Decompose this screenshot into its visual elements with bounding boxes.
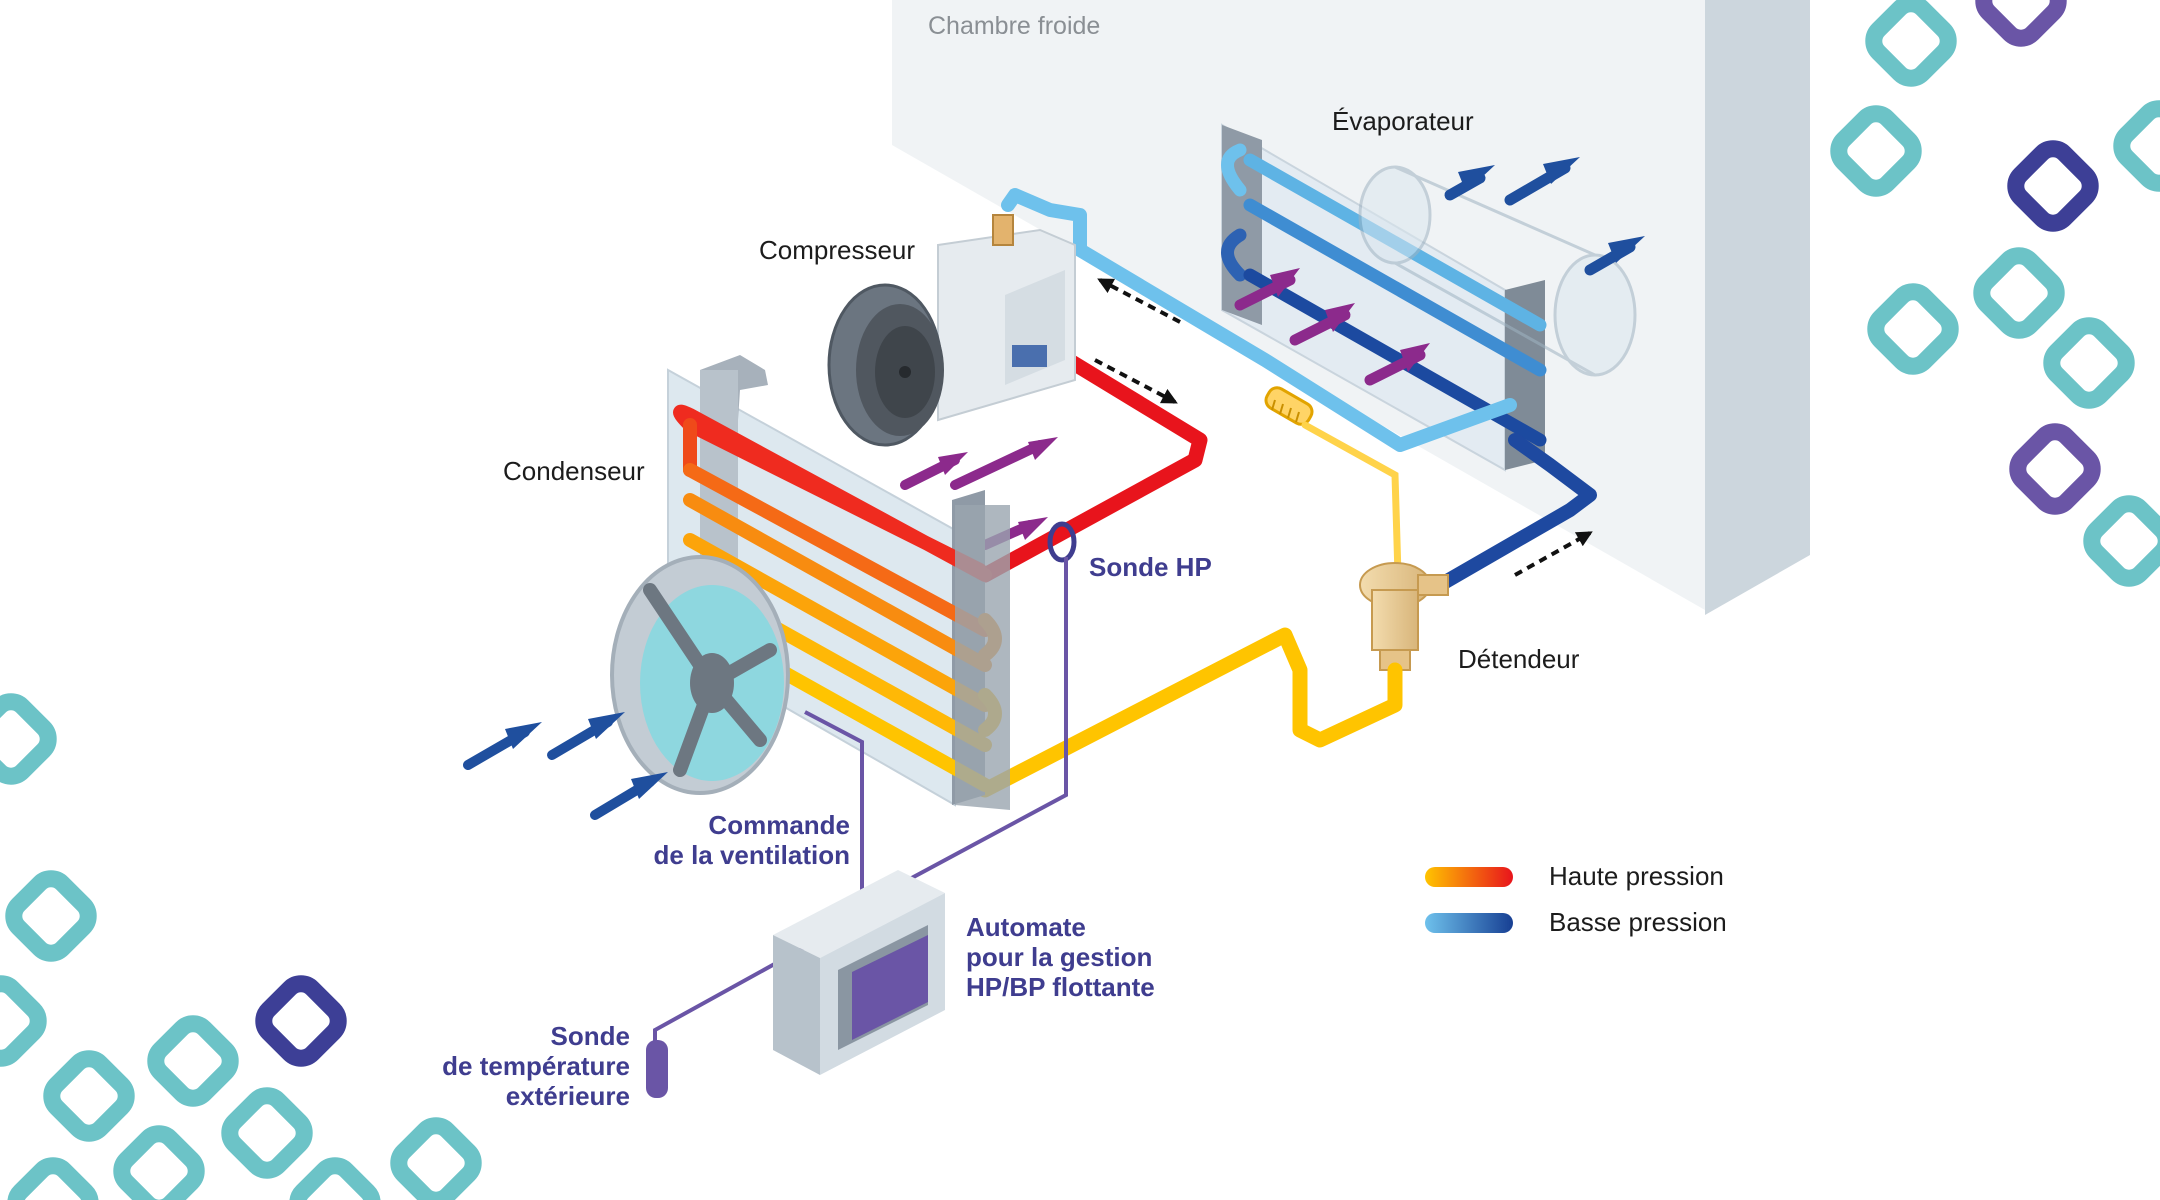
legend-swatch-high-pressure — [1425, 867, 1513, 887]
sensor-hp-label: Sonde HP — [1089, 552, 1212, 582]
outdoor-sensor-line-2: de température — [442, 1051, 630, 1081]
outdoor-sensor-line-3: extérieure — [505, 1081, 630, 1111]
condenser-label: Condenseur — [503, 456, 645, 486]
compressor-label: Compresseur — [759, 235, 916, 265]
evaporator-label: Évaporateur — [1332, 106, 1474, 136]
legend-swatch-low-pressure — [1425, 913, 1513, 933]
fan-control-line-1: Commande — [708, 810, 850, 840]
fan-control-line-2: de la ventilation — [653, 840, 851, 870]
liquid-line — [1301, 421, 1402, 579]
controller-line-3: HP/BP flottante — [966, 972, 1155, 1002]
flow-direction-arrows — [1094, 278, 1593, 577]
expansion-valve — [1359, 562, 1449, 671]
evaporator-fan — [1358, 165, 1637, 377]
legend-label-low-pressure: Basse pression — [1549, 907, 1727, 937]
low-pressure-lines — [1001, 188, 1597, 592]
filter-drier — [1264, 386, 1314, 426]
legend-label-high-pressure: Haute pression — [1549, 861, 1724, 891]
controller-line-2: pour la gestion — [966, 942, 1153, 972]
controller-box — [773, 870, 945, 1075]
controller-line-1: Automate — [966, 912, 1086, 942]
outdoor-sensor-line-1: Sonde — [550, 1021, 630, 1051]
cold-room-label: Chambre froide — [928, 12, 1101, 40]
outdoor-sensor-probe — [646, 1040, 668, 1098]
condenser-fan — [610, 555, 790, 795]
controller-label: Automate pour la gestion HP/BP flottante — [966, 912, 1155, 1002]
outdoor-sensor-label: Sonde de température extérieure — [442, 1021, 630, 1111]
expansion-valve-label: Détendeur — [1458, 644, 1580, 674]
compressor — [827, 214, 1076, 447]
fan-control-label: Commande de la ventilation — [654, 810, 851, 870]
evaporator — [1221, 123, 1645, 472]
